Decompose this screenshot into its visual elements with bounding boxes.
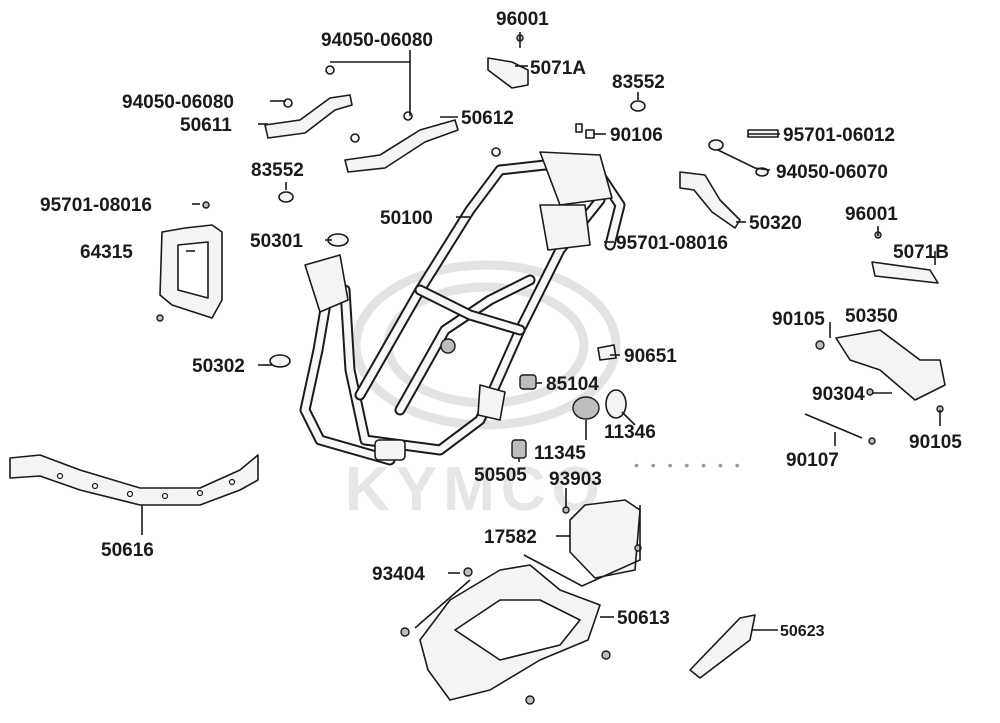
label-90106: 90106 bbox=[610, 125, 663, 146]
label-50505: 50505 bbox=[474, 465, 527, 486]
label-93903: 93903 bbox=[549, 469, 602, 490]
label-64315: 64315 bbox=[80, 242, 133, 263]
cap-11345 bbox=[572, 396, 600, 420]
label-90107: 90107 bbox=[786, 450, 839, 471]
label-90304: 90304 bbox=[812, 384, 865, 405]
stand-50350 bbox=[804, 329, 946, 445]
grommet-83552-a bbox=[630, 100, 646, 112]
grommet-50302 bbox=[269, 354, 291, 368]
cover-50623 bbox=[689, 614, 756, 679]
part-50505 bbox=[511, 439, 527, 459]
label-90105-top: 90105 bbox=[772, 309, 825, 330]
clip-90651 bbox=[597, 344, 617, 361]
label-50613: 50613 bbox=[617, 608, 670, 629]
main-frame-illustration bbox=[299, 151, 626, 466]
plate-17582 bbox=[562, 499, 642, 579]
watermark-text: KYMCO bbox=[345, 455, 606, 524]
label-11346: 11346 bbox=[604, 422, 656, 443]
bracket-5071A bbox=[487, 34, 529, 89]
bracket-50320 bbox=[679, 171, 741, 229]
label-94050-06080-left: 94050-06080 bbox=[122, 92, 234, 113]
bracket-64315 bbox=[156, 201, 223, 322]
ring-11346 bbox=[605, 389, 627, 419]
relay-85104 bbox=[519, 374, 537, 390]
label-5071A: 5071A bbox=[530, 58, 586, 79]
label-50100: 50100 bbox=[380, 208, 433, 229]
label-95701-08016-left: 95701-08016 bbox=[40, 195, 152, 216]
label-90651: 90651 bbox=[624, 346, 677, 367]
label-50350: 50350 bbox=[845, 306, 898, 327]
label-50301: 50301 bbox=[250, 231, 303, 252]
label-96001-top: 96001 bbox=[496, 9, 549, 30]
label-94050-06070: 94050-06070 bbox=[776, 162, 888, 183]
label-83552-left: 83552 bbox=[251, 160, 304, 181]
label-50611: 50611 bbox=[180, 115, 232, 136]
label-50320: 50320 bbox=[749, 213, 802, 234]
label-85104: 85104 bbox=[546, 374, 599, 395]
label-95701-08016-right: 95701-08016 bbox=[616, 233, 728, 254]
label-11345: 11345 bbox=[534, 443, 586, 464]
label-17582: 17582 bbox=[484, 527, 537, 548]
label-50612: 50612 bbox=[461, 108, 514, 129]
bolt-90106 bbox=[575, 123, 595, 139]
label-93404: 93404 bbox=[372, 564, 425, 585]
label-94050-06080-top: 94050-06080 bbox=[321, 30, 433, 51]
label-83552-right: 83552 bbox=[612, 72, 665, 93]
label-5071B: 5071B bbox=[893, 242, 949, 263]
bracket-50611 bbox=[264, 65, 353, 139]
kymco-watermark: KYMCO bbox=[345, 260, 621, 524]
label-90105-bottom: 90105 bbox=[909, 432, 962, 453]
label-50302: 50302 bbox=[192, 356, 245, 377]
part-labels: 96001 94050-06080 5071A 83552 94050-0608… bbox=[40, 9, 962, 640]
label-50623: 50623 bbox=[780, 623, 825, 640]
leader-lines bbox=[141, 32, 941, 631]
label-96001-right: 96001 bbox=[845, 204, 898, 225]
label-50616: 50616 bbox=[101, 540, 154, 561]
cover-50613 bbox=[400, 564, 611, 705]
bracket-50612 bbox=[344, 111, 501, 173]
dot-separator: • • • • • • • bbox=[634, 457, 744, 473]
plate-50616 bbox=[9, 454, 259, 506]
grommet-83552-b bbox=[278, 191, 294, 203]
label-95701-06012: 95701-06012 bbox=[783, 125, 895, 146]
